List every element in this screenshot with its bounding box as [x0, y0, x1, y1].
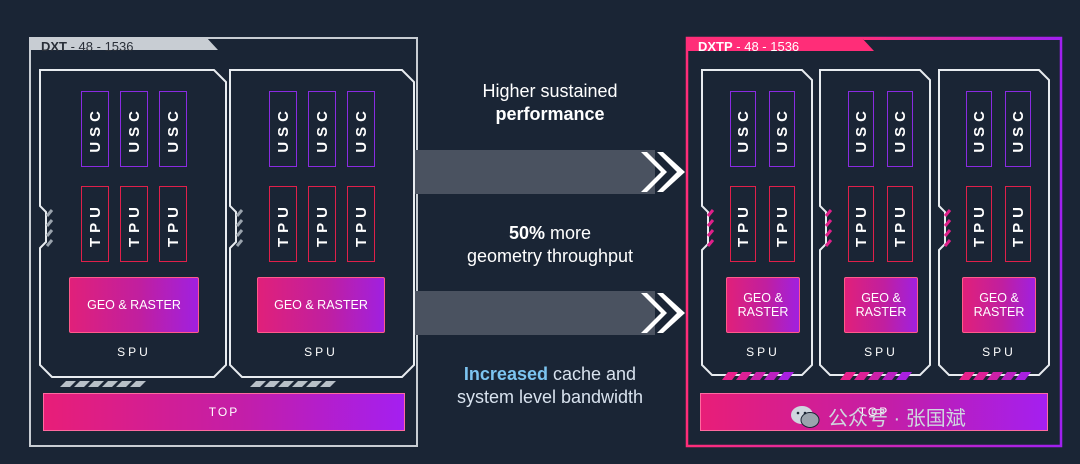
benefit-geometry-line2: geometry throughput	[466, 246, 634, 266]
arrow-head-bottom	[641, 293, 685, 333]
dxtp-tag: DXTP - 48 - 1536	[690, 38, 870, 56]
dxt-spu2-usc-2: USC	[308, 91, 336, 167]
dxt-spu1-label: SPU	[117, 345, 151, 359]
dxtp-spu3-geo-raster: GEO &RASTER	[962, 277, 1036, 333]
wechat-icon	[791, 405, 820, 428]
arrow-head-top	[641, 152, 685, 192]
dxtp-spu2-usc-1: USC	[848, 91, 874, 167]
dxtp-spu1-usc-2: USC	[769, 91, 795, 167]
dxt-spu2-label: SPU	[304, 345, 338, 359]
dxt-tag-name: DXT	[41, 39, 67, 54]
dxt-spu2-tpu-1: TPU	[269, 186, 297, 262]
dxtp-tag-suffix: - 48 - 1536	[732, 39, 800, 54]
dxtp-top-bar: TOP	[700, 393, 1048, 431]
dxt-spu-frame-1	[39, 69, 227, 378]
dxtp-spu-frame-1	[701, 69, 813, 376]
benefit-performance-line1: Higher sustained	[482, 81, 618, 101]
dxtp-spu1-label: SPU	[746, 345, 780, 359]
benefit-bandwidth: Increased cache and system level bandwid…	[436, 363, 664, 409]
arrow-bar-bottom	[415, 291, 655, 335]
benefit-bandwidth-line2: system level bandwidth	[456, 387, 644, 407]
dxt-spu2-geo-raster: GEO & RASTER	[257, 277, 385, 333]
dxtp-spu2-label: SPU	[864, 345, 898, 359]
dxtp-spu2-geo-raster: GEO &RASTER	[844, 277, 918, 333]
benefit-bandwidth-increased: Increased	[463, 364, 548, 384]
arrows	[415, 150, 685, 335]
dxt-tag-suffix: - 48 - 1536	[67, 39, 134, 54]
dxt-spu-frame-2	[229, 69, 415, 378]
benefit-performance: Higher sustained performance	[440, 80, 660, 126]
dxtp-spu3-label: SPU	[982, 345, 1016, 359]
benefit-bandwidth-rest: cache and	[547, 364, 637, 384]
dxt-tag: DXT - 48 - 1536	[33, 38, 213, 56]
benefit-performance-line2: performance	[495, 104, 605, 124]
dxt-spu1-tpu-2: TPU	[120, 186, 148, 262]
dxt-frame	[29, 37, 418, 447]
dxt-spu1-tpu-1: TPU	[81, 186, 109, 262]
dxtp-spu2-tpu-2: TPU	[887, 186, 913, 262]
dxtp-spu3-tpu-1: TPU	[966, 186, 992, 262]
dxt-spu2-usc-1: USC	[269, 91, 297, 167]
dxt-gpu-block: DXT - 48 - 1536 USC USC USC TPU TPU TPU …	[0, 0, 430, 464]
dxtp-gpu-block: DXTP - 48 - 1536 USC USC TPU TPU GEO &RA…	[680, 0, 1080, 464]
dxtp-spu-frame-3	[938, 69, 1050, 376]
dxtp-frame	[685, 36, 1063, 448]
dxt-top-bar: TOP	[43, 393, 405, 431]
dxt-spu1-usc-1: USC	[81, 91, 109, 167]
dxtp-spu2-usc-2: USC	[887, 91, 913, 167]
dxtp-spu1-geo-raster: GEO &RASTER	[726, 277, 800, 333]
dxt-spu2-usc-3: USC	[347, 91, 375, 167]
benefit-geometry: 50% more geometry throughput	[440, 222, 660, 268]
dxt-spu2-tpu-3: TPU	[347, 186, 375, 262]
dxtp-spu3-usc-2: USC	[1005, 91, 1031, 167]
dxtp-spu3-usc-1: USC	[966, 91, 992, 167]
dxtp-spu1-tpu-1: TPU	[730, 186, 756, 262]
dxt-spu1-geo-raster: GEO & RASTER	[69, 277, 199, 333]
dxtp-spu3-tpu-2: TPU	[1005, 186, 1031, 262]
dxtp-spu2-tpu-1: TPU	[848, 186, 874, 262]
dxtp-tag-name: DXTP	[698, 39, 733, 54]
dxt-spu1-usc-2: USC	[120, 91, 148, 167]
dxt-spu1-tpu-3: TPU	[159, 186, 187, 262]
dxtp-spu1-tpu-2: TPU	[769, 186, 795, 262]
dxt-spu2-tpu-2: TPU	[308, 186, 336, 262]
dxtp-spu-frame-2	[819, 69, 931, 376]
benefit-geometry-more: more	[545, 223, 592, 243]
dxtp-spu1-usc-1: USC	[730, 91, 756, 167]
arrow-bar-top	[415, 150, 655, 194]
benefit-geometry-percent: 50%	[508, 223, 545, 243]
watermark-text: 公众号 · 张国斌	[828, 408, 966, 430]
dxt-spu1-usc-3: USC	[159, 91, 187, 167]
watermark: 公众号 · 张国斌	[790, 402, 966, 431]
